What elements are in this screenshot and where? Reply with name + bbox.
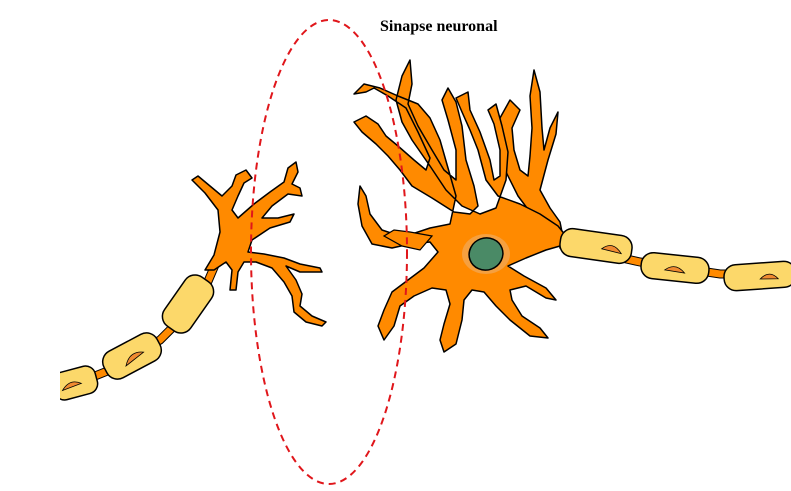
postsynaptic-neuron	[353, 59, 791, 353]
myelin-sheath	[723, 260, 791, 292]
synapse-highlight-ellipse	[250, 19, 408, 485]
presynaptic-neuron	[0, 161, 327, 405]
dendrite	[382, 229, 434, 251]
myelin-sheath-group	[559, 227, 791, 292]
myelin-sheath-group	[0, 274, 215, 405]
diagram-title: Sinapse neuronal	[380, 18, 498, 35]
nucleus	[468, 237, 504, 271]
myelin-sheath	[559, 227, 633, 265]
cell-body	[353, 59, 567, 353]
myelin-sheath	[161, 274, 215, 334]
axon-terminal-icon	[191, 161, 327, 327]
